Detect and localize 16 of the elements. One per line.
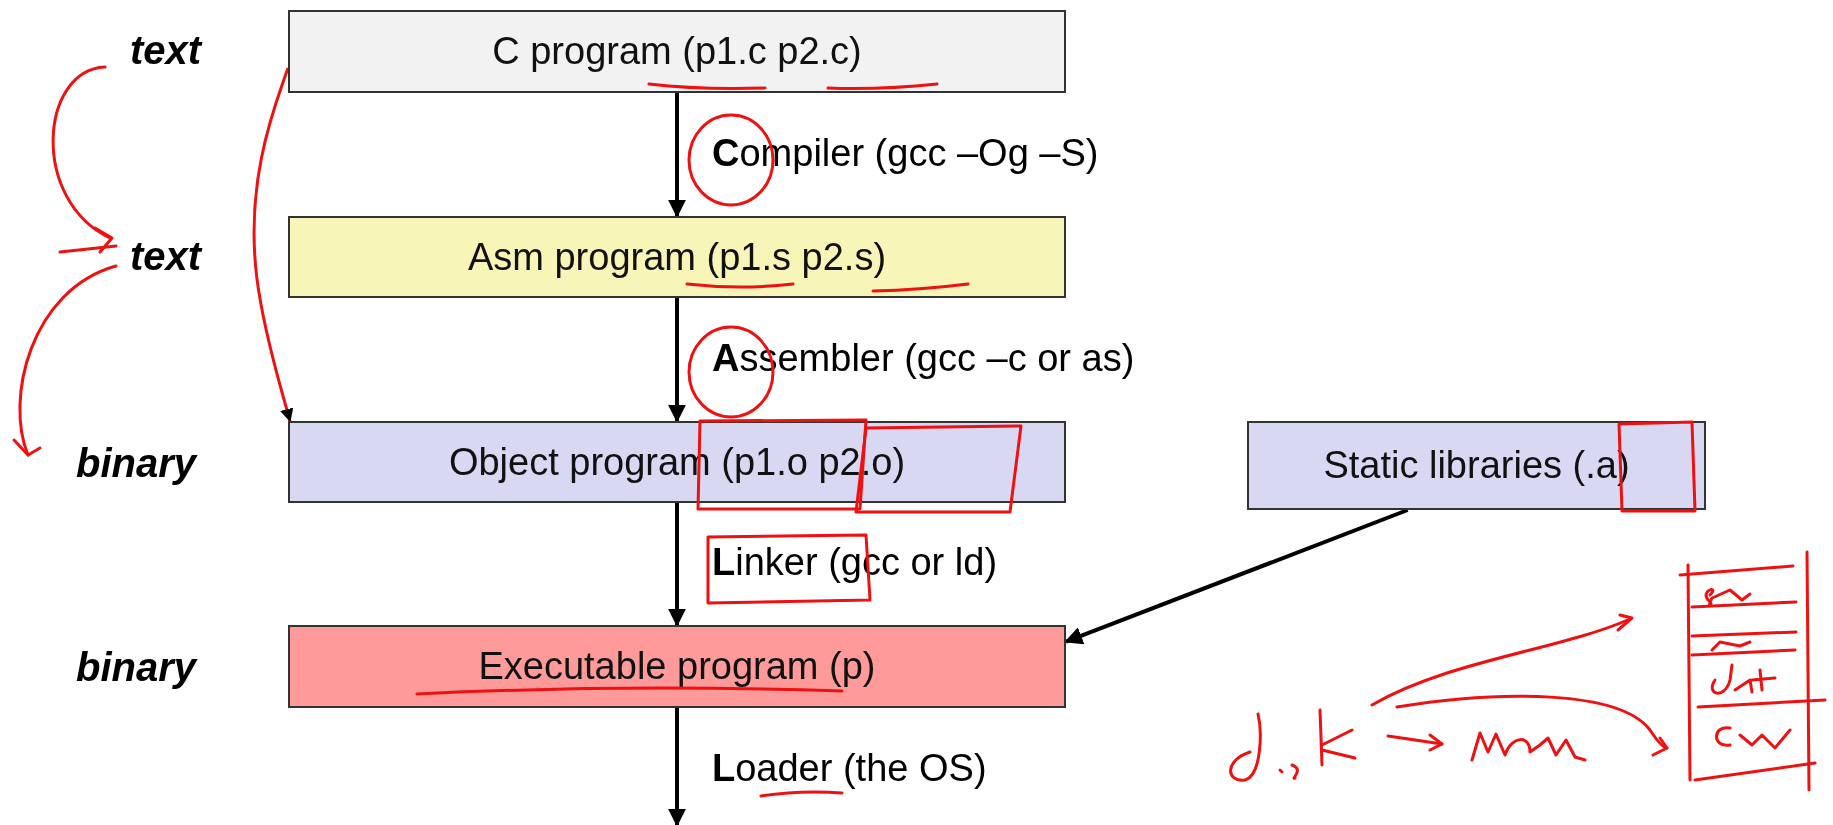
process-box — [288, 216, 1066, 298]
arrow — [252, 67, 294, 423]
box-label: Asm program (p1.s p2.s) — [467, 235, 887, 279]
arrow — [668, 708, 686, 825]
process-box — [288, 10, 1066, 93]
arrow — [668, 503, 686, 627]
format-label: binary — [76, 441, 197, 486]
format-label: text — [130, 28, 202, 73]
arrow — [668, 93, 686, 218]
format-label: binary — [76, 645, 197, 690]
format-label: text — [130, 234, 202, 279]
arrow — [668, 298, 686, 423]
process-box — [288, 625, 1066, 708]
process-box — [1247, 421, 1706, 510]
box-label: C program (p1.c p2.c) — [492, 30, 862, 73]
box-label: Executable program (p) — [478, 645, 876, 688]
